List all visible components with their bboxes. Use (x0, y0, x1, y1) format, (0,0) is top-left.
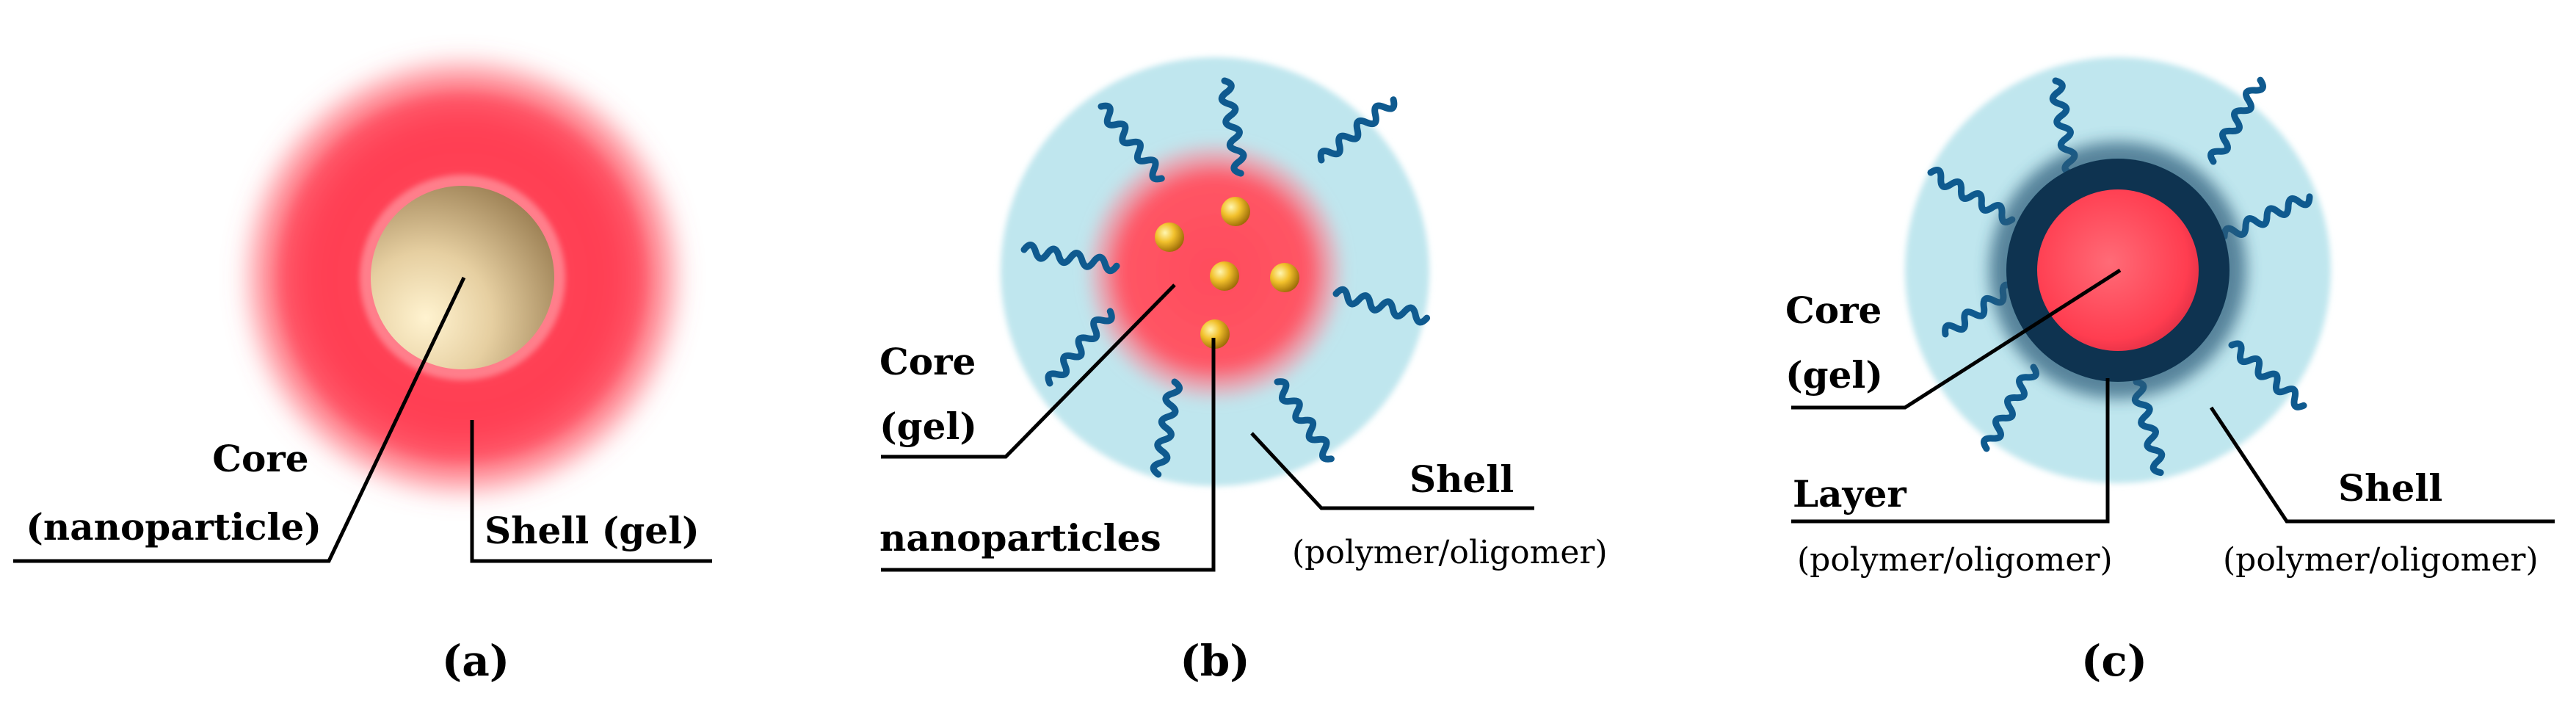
core-leader-line-c (1791, 268, 2122, 410)
nanoparticles-leader-line-b (881, 338, 1216, 572)
shell-label-a: Shell (gel) (485, 509, 700, 552)
panel-b: Core (gel) nanoparticles Shell (polymer/… (879, 57, 1608, 686)
panel-a: Core (nanoparticle) Shell (gel) (a) (13, 65, 712, 686)
nanoparticle (1221, 197, 1250, 226)
caption-a: (a) (442, 636, 509, 686)
nanoparticles-label-b: nanoparticles (879, 516, 1161, 560)
shell-label-b: Shell (1409, 457, 1514, 501)
shell-leader-line-b (1250, 432, 1534, 510)
shell-label-c: Shell (2338, 466, 2442, 510)
core-label-c: Core (gel) (1785, 289, 1895, 397)
shell-sublabel-c: (polymer/oligomer) (2223, 541, 2539, 579)
core-leader-line-a (13, 276, 466, 563)
layer-label-c: Layer (1793, 472, 1906, 515)
core-label-a: Core (nanoparticle) (26, 437, 322, 549)
shell-leader-line-c (2209, 406, 2555, 524)
panel-c: Core (gel) Layer (polymer/oligomer) Shel… (1785, 57, 2555, 686)
nanoparticle (1270, 263, 1299, 292)
caption-b: (b) (1180, 636, 1249, 686)
shell-leader-line-a (470, 420, 712, 563)
layer-sublabel-c: (polymer/oligomer) (1797, 541, 2113, 579)
nanoparticle (1200, 319, 1230, 349)
core-leader-line-b (881, 283, 1176, 459)
nanoparticles-b (1155, 197, 1299, 349)
nanoparticle (1210, 261, 1239, 291)
layer-leader-line-c (1791, 378, 2110, 524)
shell-sublabel-b: (polymer/oligomer) (1292, 534, 1608, 571)
core-label-b: Core (gel) (879, 340, 989, 448)
nanoparticle (1155, 222, 1184, 252)
caption-c: (c) (2081, 636, 2147, 686)
